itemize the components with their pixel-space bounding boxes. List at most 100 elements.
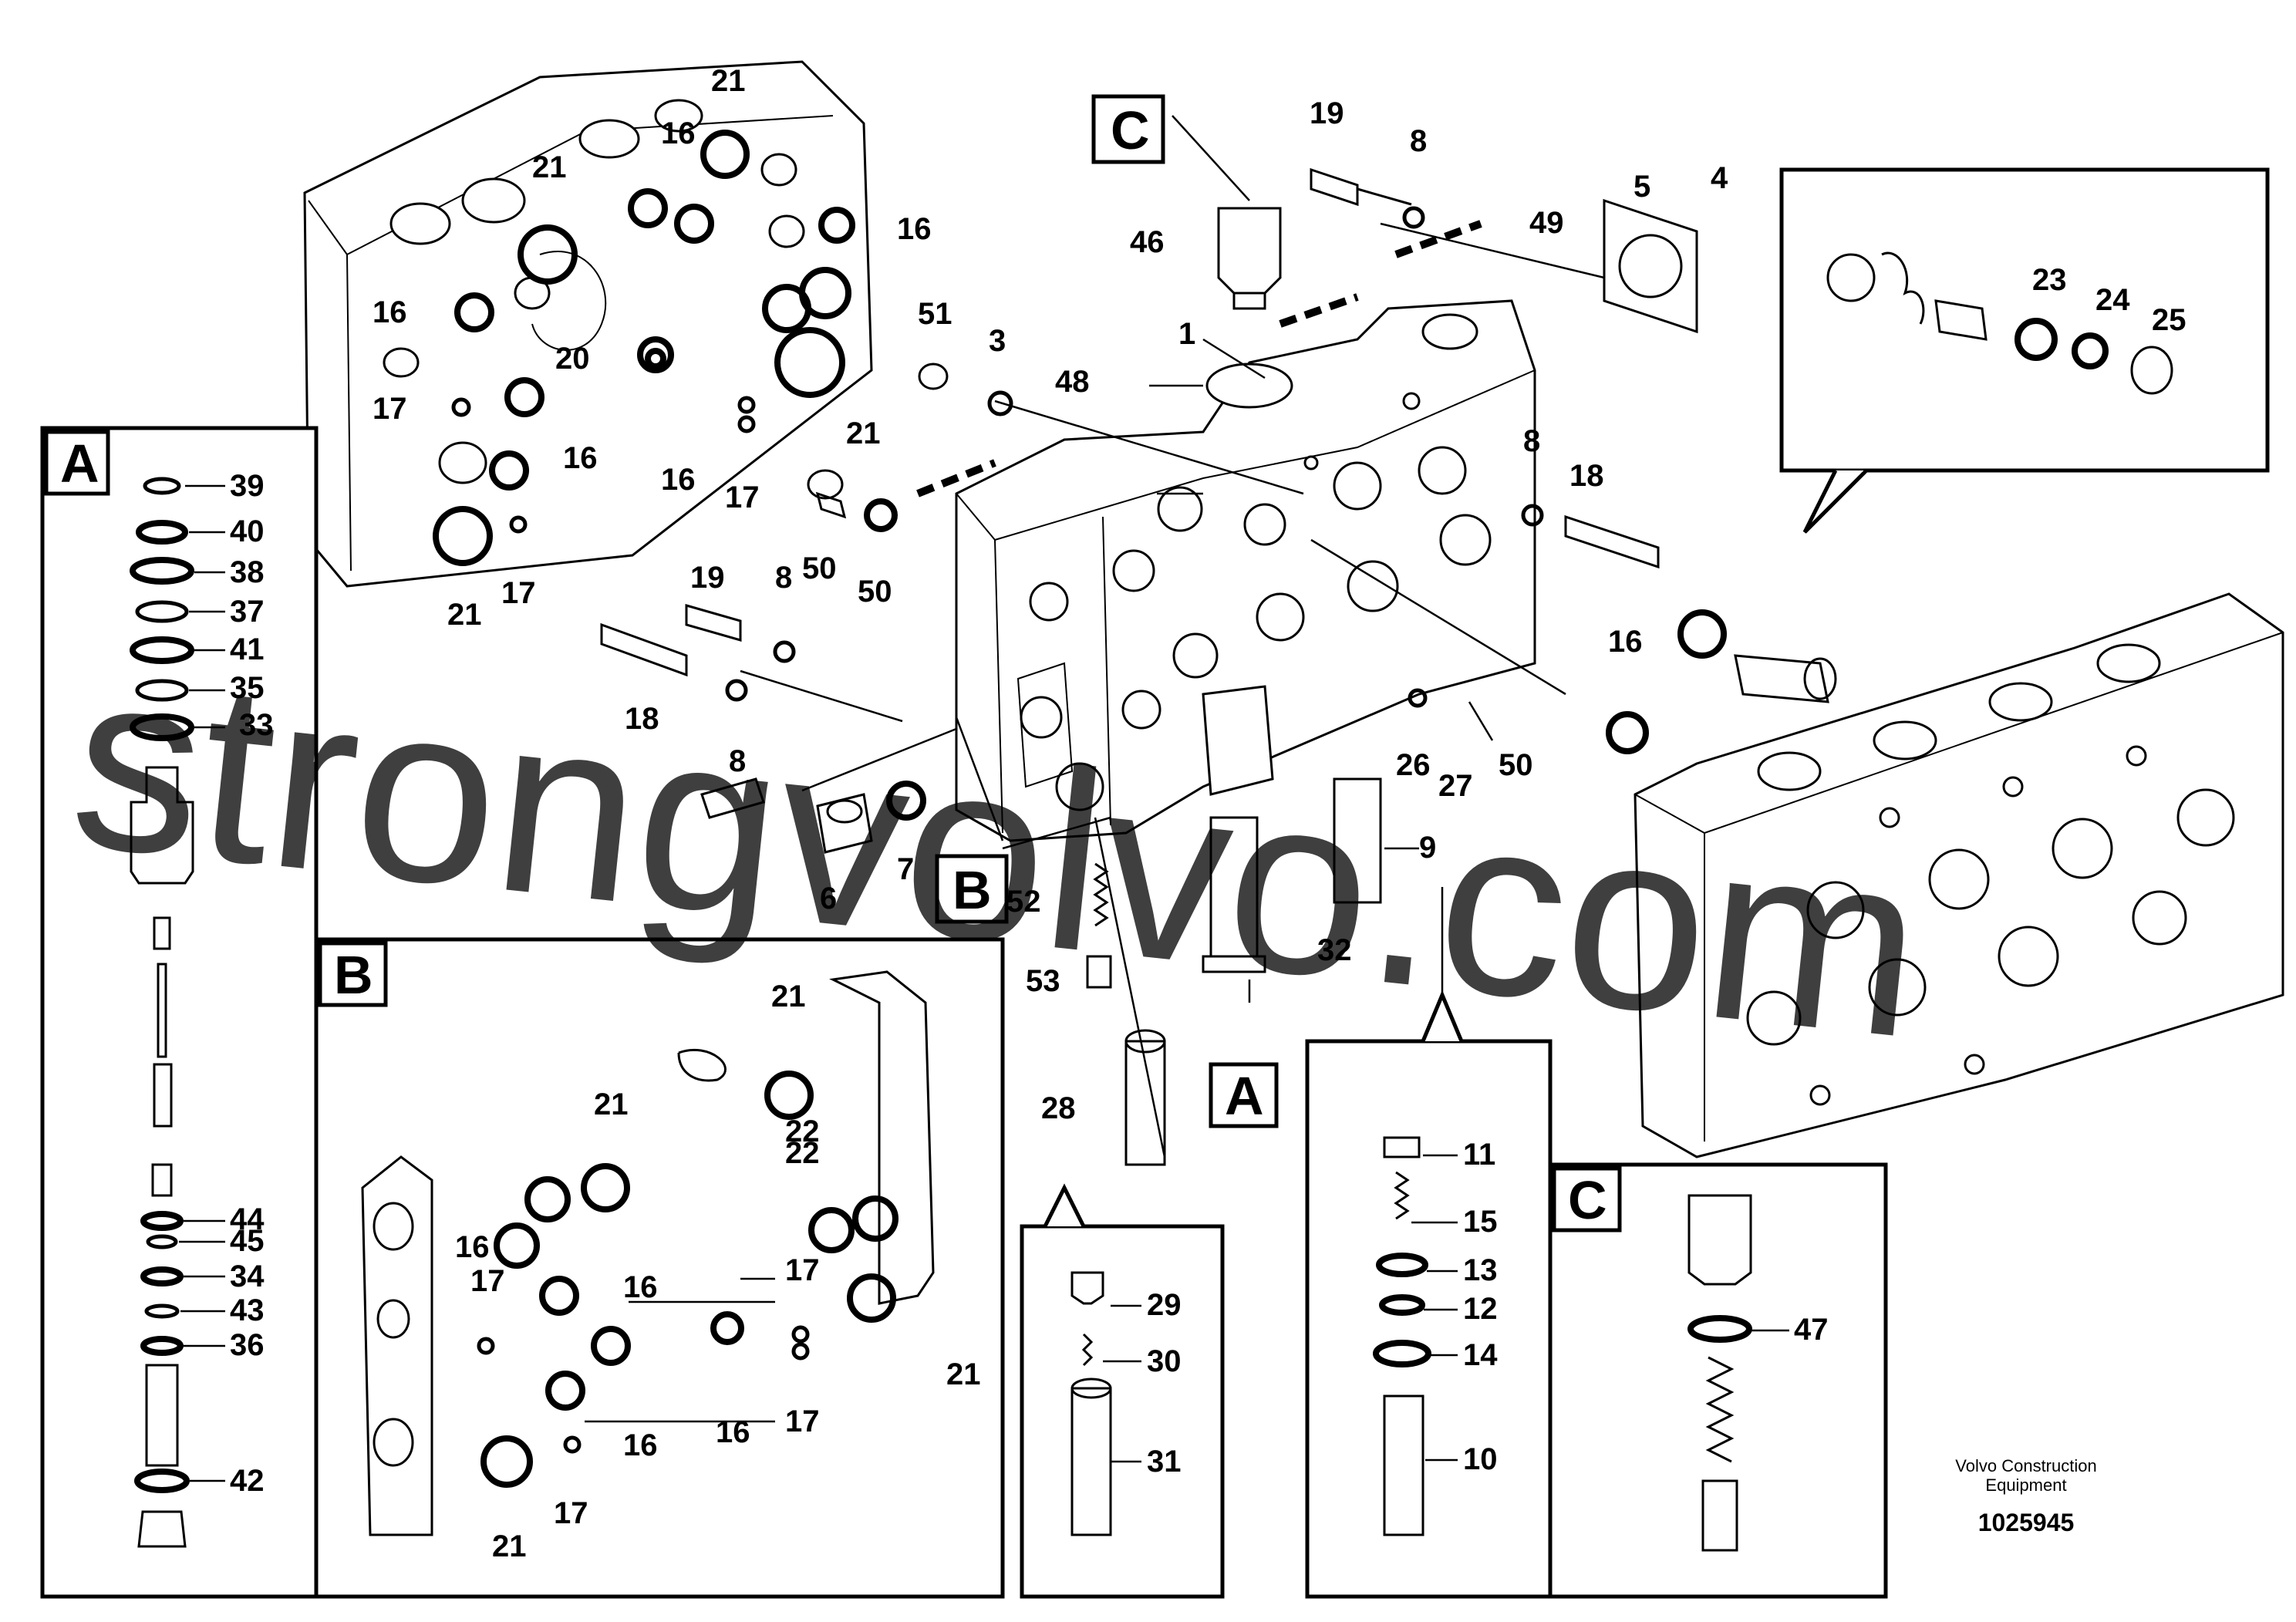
- section-separator-1: [916, 459, 996, 497]
- part-label: 16: [563, 441, 598, 475]
- valve-30: [1124, 1029, 1166, 1166]
- part-label: 34: [230, 1259, 265, 1293]
- part-label: 51: [918, 297, 952, 331]
- part-label: 32: [1317, 933, 1352, 967]
- part-label: 19: [1310, 96, 1344, 130]
- part-label: 21: [771, 980, 806, 1013]
- section-separator-3: [1394, 220, 1482, 258]
- panel-c-letter: C: [1568, 1170, 1607, 1230]
- part-label: 19: [690, 561, 725, 595]
- part-label: 38: [230, 555, 265, 589]
- valve-housing-front: [1633, 592, 2284, 1158]
- part-label: 9: [1419, 831, 1436, 865]
- part-label: 49: [1529, 206, 1564, 240]
- credit-line-2: Equipment: [1985, 1475, 2066, 1495]
- part-label: 21: [594, 1088, 629, 1121]
- valve-housing-rear: [303, 60, 873, 588]
- part-label: 16: [661, 116, 696, 150]
- part-label: 50: [802, 551, 837, 585]
- part-label: 28: [1041, 1091, 1076, 1125]
- part-label: 21: [946, 1357, 981, 1391]
- plug-53: [918, 363, 949, 390]
- part-label: 17: [785, 1404, 820, 1438]
- part-label: 7: [897, 852, 914, 886]
- part-label: 21: [711, 64, 746, 98]
- nameplate: [700, 777, 765, 819]
- part-label: 16: [716, 1415, 750, 1449]
- part-label: 25: [2152, 303, 2186, 337]
- part-label: 4: [1711, 161, 1728, 195]
- part-label: 40: [230, 514, 265, 548]
- part-label: 10: [1463, 1442, 1498, 1476]
- part-label: 42: [230, 1464, 265, 1498]
- part-label: 16: [1608, 625, 1643, 659]
- spring-54: [1086, 862, 1112, 989]
- part-label: 46: [1130, 225, 1165, 259]
- part-label: 16: [623, 1270, 658, 1304]
- part-label: 17: [373, 392, 407, 426]
- valve-section-main: [955, 299, 1536, 842]
- callout-letter: C: [1111, 100, 1150, 160]
- credit-block: Volvo Construction Equipment 1025945: [1955, 1456, 2096, 1536]
- leader-lines: [740, 115, 1853, 1257]
- part-label: 8: [729, 744, 746, 778]
- part-label: 17: [725, 481, 760, 514]
- part-label: 18: [1569, 459, 1604, 493]
- callout-letter: B: [952, 860, 992, 920]
- panel-30-detail: [1020, 1183, 1225, 1599]
- part-label: 16: [455, 1230, 490, 1264]
- part-label: 18: [625, 702, 659, 736]
- part-label: 37: [230, 595, 265, 629]
- part-label: 43: [230, 1293, 265, 1327]
- part-label: 31: [1147, 1445, 1182, 1479]
- part-label: 13: [1463, 1253, 1498, 1287]
- callout-c-top: C: [1091, 94, 1165, 164]
- bolt-19-top: [1310, 167, 1412, 207]
- part-label: 17: [785, 1253, 820, 1287]
- part-label: 50: [858, 575, 892, 609]
- o-rings-main: [433, 130, 1727, 821]
- part-label: 1: [1178, 317, 1195, 351]
- panel-c-detail: C: [1548, 1162, 1888, 1599]
- part-label: 6: [820, 882, 837, 916]
- part-label: 22: [785, 1136, 820, 1170]
- part-label: 21: [447, 598, 482, 632]
- part-label: 21: [532, 150, 567, 184]
- part-label: 5: [1633, 170, 1650, 204]
- plug-51: [807, 469, 847, 519]
- bolt-19-left: [685, 604, 742, 642]
- panel-a-letter: A: [60, 433, 99, 494]
- detail-inset-valve-24: [1779, 167, 2270, 534]
- panel-9-detail: [1305, 990, 1553, 1599]
- part-label: 33: [239, 708, 274, 742]
- panel-a: A: [40, 426, 319, 1599]
- part-label: 26: [1396, 748, 1431, 782]
- part-label: 35: [230, 671, 265, 705]
- spool-stack-a: [130, 477, 194, 1548]
- part-label: 24: [2095, 283, 2130, 317]
- part-label: 53: [1026, 964, 1060, 998]
- part-label: 8: [1523, 424, 1540, 458]
- valve-34: [1202, 816, 1266, 973]
- valve-24: [1734, 654, 1837, 703]
- part-label: 39: [230, 469, 265, 503]
- part-label: 16: [661, 463, 696, 497]
- part-label: 20: [555, 342, 590, 376]
- part-label: 36: [230, 1328, 265, 1362]
- panel-b-letter: B: [334, 945, 373, 1005]
- part-label: 45: [230, 1224, 265, 1258]
- part-label: 8: [1410, 124, 1427, 158]
- part-label: 17: [470, 1264, 505, 1298]
- cap-48: [1217, 207, 1282, 310]
- credit-line-1: Volvo Construction: [1955, 1456, 2096, 1475]
- callout-a-main: A: [1209, 1062, 1279, 1128]
- part-label: 21: [846, 416, 881, 450]
- part-label: 3: [989, 324, 1006, 358]
- part-label: 8: [775, 561, 792, 595]
- part-label: 41: [230, 632, 265, 666]
- part-label: 21: [492, 1529, 527, 1563]
- part-label: 12: [1463, 1292, 1498, 1326]
- part-label: 11: [1463, 1138, 1495, 1172]
- part-label: 44: [230, 1202, 265, 1236]
